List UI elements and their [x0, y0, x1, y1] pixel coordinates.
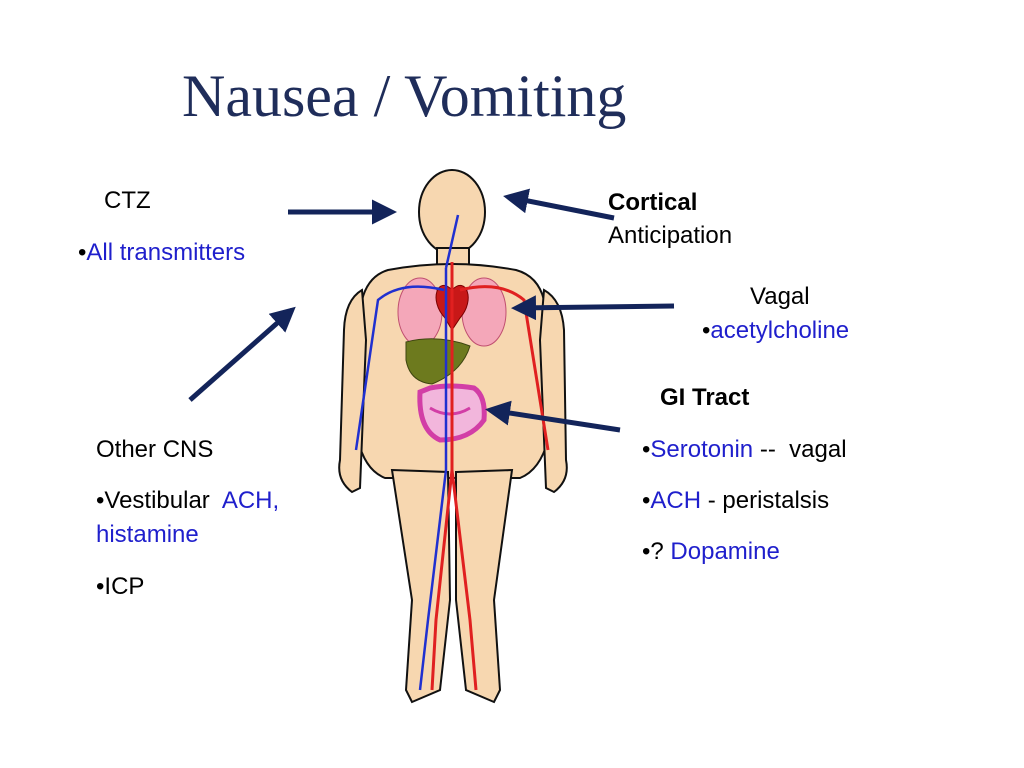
- ctz-item-label: All transmitters: [86, 239, 246, 266]
- ctz-heading: CTZ: [104, 187, 151, 214]
- vagal-heading: Vagal: [750, 283, 810, 310]
- other-cns-icp: •ICP: [96, 573, 145, 600]
- other-cns-vestibular: •Vestibular ACH,: [96, 486, 279, 516]
- gi-item-colored: Dopamine: [670, 538, 780, 565]
- vestibular-ach: ACH,: [221, 487, 280, 514]
- arrow-other-cns: [188, 306, 296, 402]
- gi-tract-item-dopamine: •? Dopamine: [642, 537, 780, 567]
- gi-item-rest: -- vagal: [753, 436, 847, 463]
- arrow-vagal: [511, 295, 675, 321]
- ctz-item: •All transmitters: [78, 238, 245, 268]
- gi-tract-item-serotonin: •Serotonin -- vagal: [642, 435, 847, 465]
- bullet: •: [642, 436, 651, 463]
- bullet: •: [642, 487, 651, 514]
- vagal-item: •acetylcholine: [702, 316, 849, 346]
- gi-tract-item-ach: •ACH - peristalsis: [642, 486, 829, 516]
- gi-item-rest: - peristalsis: [701, 487, 830, 514]
- gi-tract-heading: GI Tract: [660, 384, 750, 411]
- bullet: •: [702, 317, 711, 344]
- other-cns-heading: Other CNS: [96, 436, 214, 463]
- bullet: •?: [642, 538, 671, 565]
- slide-title: Nausea / Vomiting: [182, 63, 627, 129]
- gi-item-colored: ACH: [650, 487, 702, 514]
- vagal-item-label: acetylcholine: [710, 317, 850, 344]
- cortical-item: Anticipation: [608, 222, 733, 249]
- arrow-gi-tract: [485, 400, 621, 433]
- bullet: •: [78, 239, 87, 266]
- cortical-heading: Cortical: [608, 189, 698, 216]
- other-cns-histamine: histamine: [96, 521, 199, 548]
- gi-item-colored: Serotonin: [650, 436, 754, 463]
- vestibular-label: •Vestibular: [96, 487, 222, 514]
- arrow-cortical: [503, 188, 615, 221]
- human-body-icon: [338, 169, 568, 704]
